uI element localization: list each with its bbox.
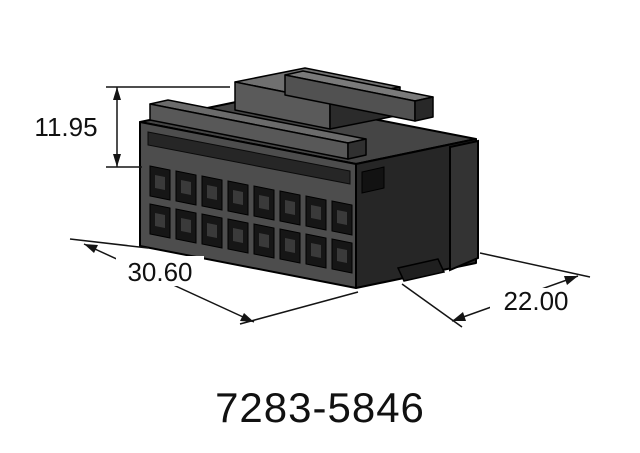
terminal-slot xyxy=(155,175,165,190)
lock-latch xyxy=(234,67,434,130)
side-window xyxy=(361,166,385,194)
terminal-slot xyxy=(285,238,295,253)
latch-crossbar-end xyxy=(414,96,434,122)
terminal-slot xyxy=(207,185,217,200)
terminal-slot xyxy=(233,190,243,205)
arrowhead xyxy=(564,276,578,285)
arrowhead xyxy=(113,87,121,100)
arrowhead xyxy=(452,312,466,321)
terminal-slot xyxy=(285,200,295,215)
terminal-slot xyxy=(207,223,217,238)
depth-dimension-label: 22.00 xyxy=(503,286,568,316)
arrowhead xyxy=(240,313,254,322)
front-channel-groove xyxy=(147,131,351,185)
terminal-slot xyxy=(233,228,243,243)
depth-label-backplate xyxy=(490,288,582,316)
terminal-slot xyxy=(337,248,347,263)
terminal-slots xyxy=(155,175,347,263)
height-dimension-label: 11.95 xyxy=(34,112,97,142)
arrowhead xyxy=(113,154,121,167)
terminal-slot xyxy=(181,180,191,195)
terminal-slot xyxy=(311,243,321,258)
width-extension-left xyxy=(69,238,149,249)
terminal-slot xyxy=(337,210,347,225)
width-dimension-label: 30.60 xyxy=(127,257,192,287)
terminal-slot xyxy=(259,233,269,248)
depth-extension-left xyxy=(401,283,463,328)
terminal-slot xyxy=(155,213,165,228)
mounting-clip xyxy=(396,258,446,282)
dimension-arrowheads xyxy=(84,87,578,322)
terminal-slot xyxy=(259,195,269,210)
arrowhead xyxy=(84,244,98,253)
terminal-slot xyxy=(181,218,191,233)
part-number: 7283-5846 xyxy=(215,384,425,431)
terminal-slot xyxy=(311,205,321,220)
top-rim-end xyxy=(347,138,367,160)
width-label-backplate xyxy=(116,256,204,286)
depth-extension-right xyxy=(479,252,591,278)
width-extension-right xyxy=(239,291,359,325)
side-flange-rib xyxy=(449,139,479,272)
top-rim xyxy=(149,99,367,160)
